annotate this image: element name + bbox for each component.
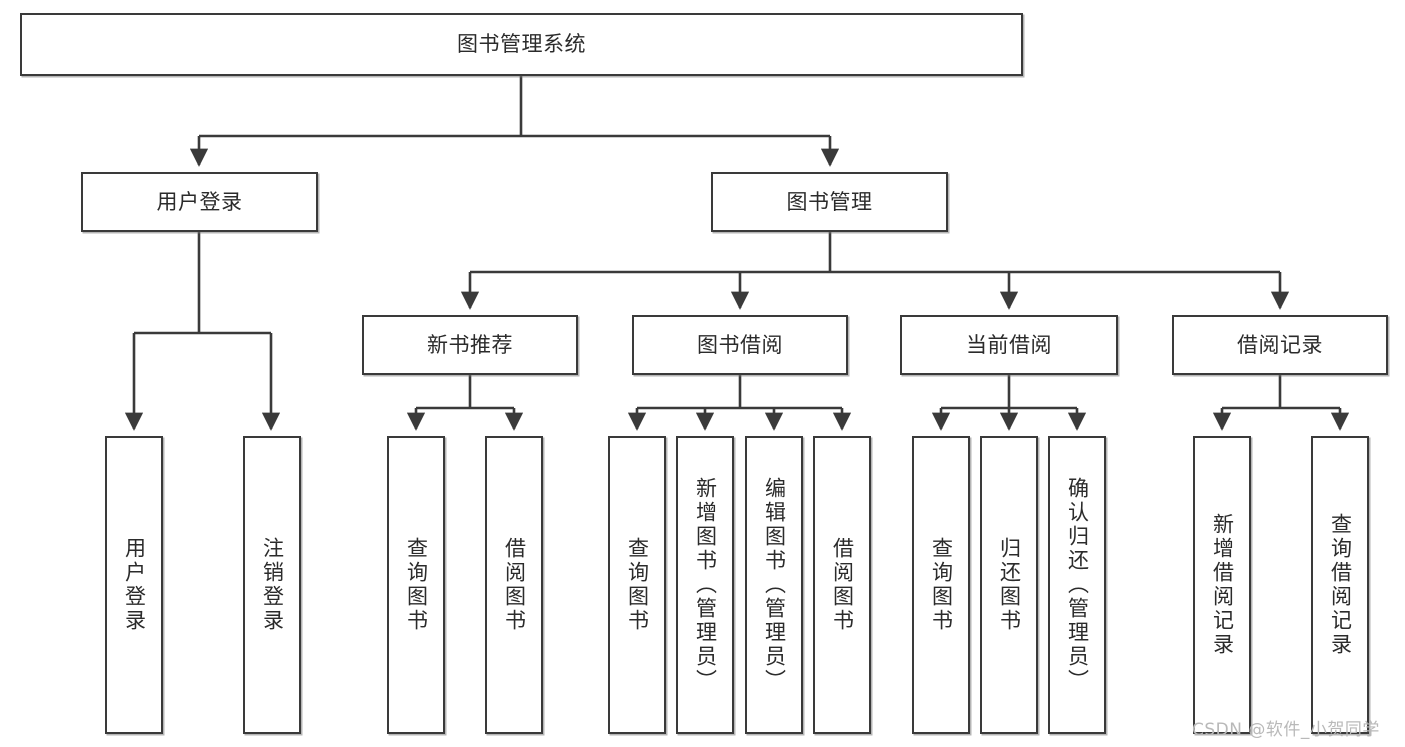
node-leaf-confirm-return[interactable]: 确认归还（管理员） <box>1048 436 1106 734</box>
node-user-login[interactable]: 用户登录 <box>81 172 318 232</box>
node-leaf-borrow-book-1[interactable]: 借阅图书 <box>485 436 543 734</box>
node-leaf-query-record-label: 查询借阅记录 <box>1328 513 1353 657</box>
node-leaf-logout-label: 注销登录 <box>260 537 285 633</box>
node-new-book-rec[interactable]: 新书推荐 <box>362 315 578 375</box>
node-leaf-borrow-book-1-label: 借阅图书 <box>502 537 527 633</box>
node-leaf-return-book[interactable]: 归还图书 <box>980 436 1038 734</box>
node-leaf-borrow-book-2-label: 借阅图书 <box>830 537 855 633</box>
node-book-manage[interactable]: 图书管理 <box>711 172 948 232</box>
node-leaf-query-book-1-label: 查询图书 <box>404 537 429 633</box>
node-root[interactable]: 图书管理系统 <box>20 13 1023 76</box>
node-leaf-add-book-label: 新增图书（管理员） <box>693 477 718 693</box>
node-leaf-edit-book-label: 编辑图书（管理员） <box>762 477 787 693</box>
node-leaf-user-login[interactable]: 用户登录 <box>105 436 163 734</box>
node-leaf-confirm-return-label: 确认归还（管理员） <box>1065 477 1090 693</box>
node-current-borrow[interactable]: 当前借阅 <box>900 315 1118 375</box>
node-root-label: 图书管理系统 <box>457 32 586 57</box>
node-book-borrow-label: 图书借阅 <box>697 332 783 357</box>
node-new-book-rec-label: 新书推荐 <box>427 332 513 357</box>
node-leaf-add-book[interactable]: 新增图书（管理员） <box>676 436 734 734</box>
node-book-borrow[interactable]: 图书借阅 <box>632 315 848 375</box>
node-leaf-edit-book[interactable]: 编辑图书（管理员） <box>745 436 803 734</box>
node-current-borrow-label: 当前借阅 <box>966 332 1052 357</box>
node-book-manage-label: 图书管理 <box>786 189 873 214</box>
node-leaf-query-book-1[interactable]: 查询图书 <box>387 436 445 734</box>
node-leaf-query-book-2-label: 查询图书 <box>625 537 650 633</box>
node-leaf-add-record[interactable]: 新增借阅记录 <box>1193 436 1251 734</box>
node-user-login-label: 用户登录 <box>156 189 243 214</box>
node-leaf-query-record[interactable]: 查询借阅记录 <box>1311 436 1369 734</box>
node-leaf-return-book-label: 归还图书 <box>997 537 1022 633</box>
node-leaf-borrow-book-2[interactable]: 借阅图书 <box>813 436 871 734</box>
node-leaf-logout[interactable]: 注销登录 <box>243 436 301 734</box>
node-leaf-add-record-label: 新增借阅记录 <box>1210 513 1235 657</box>
node-borrow-record[interactable]: 借阅记录 <box>1172 315 1388 375</box>
node-leaf-query-book-3-label: 查询图书 <box>929 537 954 633</box>
node-leaf-query-book-2[interactable]: 查询图书 <box>608 436 666 734</box>
node-leaf-query-book-3[interactable]: 查询图书 <box>912 436 970 734</box>
node-leaf-user-login-label: 用户登录 <box>122 537 147 633</box>
watermark: CSDN @软件_小贺同学 <box>1192 720 1380 740</box>
node-borrow-record-label: 借阅记录 <box>1237 332 1323 357</box>
